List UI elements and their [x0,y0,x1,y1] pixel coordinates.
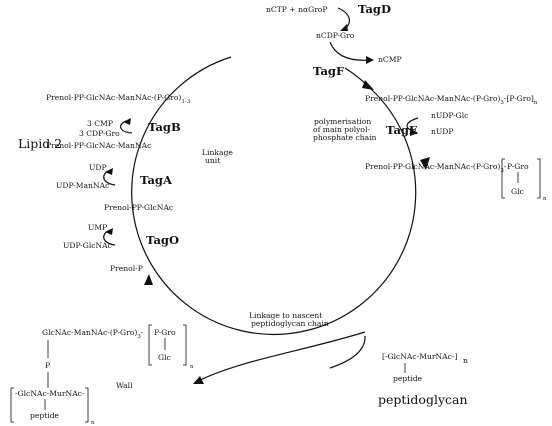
pg-subscript-n: n [463,356,468,365]
arrowhead-icon [366,56,374,64]
three-cmp-label: 3 CMP [87,119,113,128]
tagd-enzyme-label: TagD [358,2,391,16]
arrowhead-icon [105,168,113,175]
ump-label: UMP [88,223,107,232]
udp-label: UDP [89,163,107,172]
tagd-reagents: nCTP + nαGroP [266,5,327,14]
tagf-enzyme-label: TagF [313,64,345,78]
pg-peptide-label: peptide [393,374,423,383]
wall-label: Wall [116,381,133,390]
bracket-icon [148,324,187,366]
arrowhead-icon [144,274,153,285]
wall-glc: Glc [158,353,171,362]
arrowhead-icon [193,376,204,384]
wall-phosphate: P [45,361,50,370]
wall-pgro: P-Gro [154,328,176,337]
right-lipid-label: Prenol-PP-GlcNAc-ManNAc-(P-Gro)3-[P-Gro]… [365,94,538,106]
wall-subscript-n2: n [91,420,95,426]
bracket-icon [501,158,541,199]
prenol-pp-glcnac-label: Prenol-PP-GlcNAc [104,203,173,212]
linkage-nascent-line-2: peptidoglycan chain [251,319,329,328]
udp-mannac-label: UDP-ManNAc [56,181,109,190]
arrowhead-icon [105,228,113,235]
tago-enzyme-label: TagO [146,233,179,247]
pg-unit-label: [-GlcNAc-MurNAc-] [382,352,457,361]
taga-enzyme-label: TagA [140,173,173,187]
peptidoglycan-label: peptidoglycan [378,392,468,407]
arrowhead-icon [123,118,131,125]
tagf-side-arrow [329,41,373,61]
ncmp-label: nCMP [378,55,402,64]
polymerisation-line-2: of main polyol- [313,125,370,134]
glc-lipid-label: Prenol-PP-GlcNAc-ManNAc-(P-Gro)3- [365,162,507,174]
arrowhead-icon [410,128,418,136]
glc-lipid-pgro: P-Gro [507,162,529,171]
three-cdp-gro-label: 3 CDP-Gro [79,129,120,138]
nudp-label: nUDP [431,127,454,136]
arrowhead-icon [340,24,348,31]
ncdp-gro-label: nCDP-Gro [316,31,355,40]
lipid2-label: Lipid 2 [18,136,62,151]
prenol-p-label: Prenol-P [110,264,143,273]
linkage-unit-line-1: Linkage [202,148,233,157]
arrowhead-icon [420,157,430,170]
tagd-arrow [337,7,350,30]
arrowhead-icon [362,80,374,90]
glc-lipid-glc: Glc [511,187,524,196]
polymerisation-line-3: phosphate chain [313,133,377,142]
glc-lipid-subscript-n: n [543,196,547,202]
wall-peptide: peptide [30,411,60,420]
wall-polymer-label: GlcNAc-ManNAc-(P-Gro)3- [42,328,144,340]
cycle-arc [131,56,417,336]
polymerisation-line-1: polymerisation [314,117,371,126]
wall-transfer-arrow [195,331,366,383]
wall-subscript-n: n [190,364,194,370]
linkage-nascent-line-1: Linkage to nascent [249,311,322,320]
udp-glcnac-label: UDP-GlcNAc [63,241,112,250]
peptidoglycan-join-arc [329,335,366,369]
lipid2-compound: Prenol-PP-GlcNAc-ManNAc [46,141,151,150]
bracket-icon [10,387,89,423]
tage-enzyme-label: TagE [386,123,418,137]
linkage-unit-line-2: unit [205,156,220,165]
nudp-glc-label: nUDP-Glc [431,111,468,120]
wall-murnac-unit: -GlcNAc-MurNAc- [15,389,85,398]
tagb-enzyme-label: TagB [148,120,181,134]
lipid-top-label: Prenol-PP-GlcNAc-ManNAc-(P-Gro)1-3 [46,93,191,105]
